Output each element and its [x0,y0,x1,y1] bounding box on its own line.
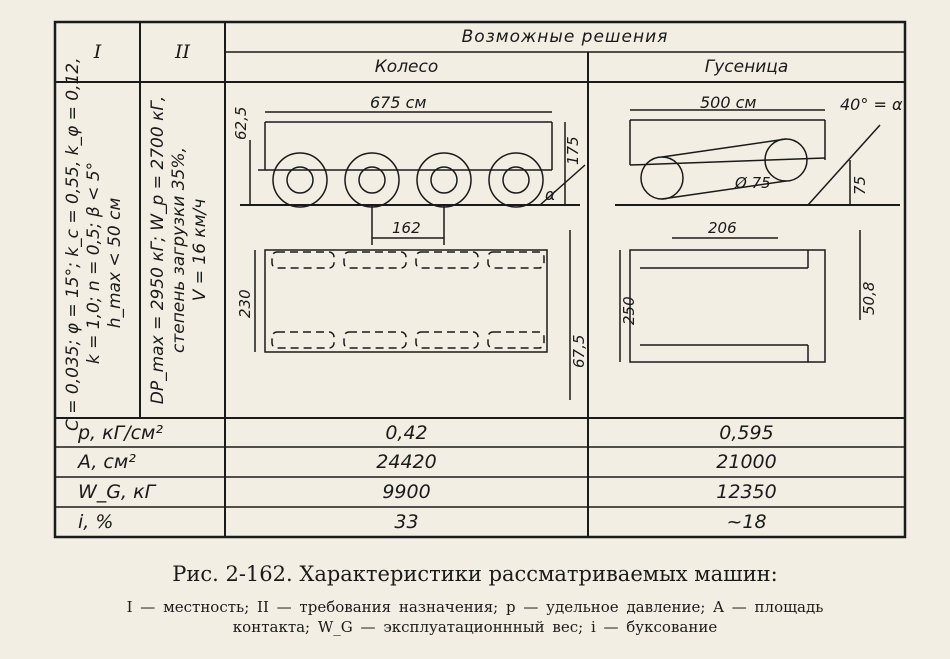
row-label-slip: i, % [78,511,114,533]
wheel-vehicle-drawing [240,111,586,400]
wheel-weight: 9900 [382,481,431,503]
track-contact-length-label: 206 [708,219,737,237]
header-col-requirements: II [174,41,190,63]
track-width-label: 250 [620,296,638,325]
track-vehicle-drawing [615,109,900,363]
header-wheel: Колесо [374,57,439,77]
track-area: 21000 [716,451,777,473]
track-weight: 12350 [716,481,777,503]
wheel-height-right-label: 175 [564,136,582,165]
track-length-label: 500 см [700,93,757,112]
row-label-pressure: p, кГ/см² [78,421,163,444]
figure-caption-legend-1: I — местность; II — требования назначени… [126,598,824,616]
wheel-length-label: 675 см [370,93,427,112]
wheel-pressure: 0,42 [385,421,428,444]
header-track: Гусеница [704,57,789,77]
wheel-alpha-label: α [545,185,556,204]
track-slip: ~18 [726,511,767,533]
row-label-area: A, см² [78,451,136,473]
track-angle-label: 40° = α [840,95,903,114]
figure-caption-legend-2: контакта; W_G — эксплуатационнный вес; i… [232,618,718,636]
track-pressure: 0,595 [719,421,774,444]
wheel-slip: 33 [394,511,419,533]
track-height-label: 75 [851,176,869,195]
header-possible-solutions: Возможные решения [461,27,669,47]
wheel-contact-label: 67,5 [570,335,588,368]
track-diameter-label: Ø 75 [734,174,771,192]
wheel-height-left-label: 62,5 [232,107,250,140]
row-label-weight: W_G, кГ [78,481,156,503]
wheel-width-label: 230 [236,289,254,318]
wheel-spacing-label: 162 [392,219,421,237]
header-col-terrain: I [93,41,102,63]
track-track-width-label: 50,8 [860,282,878,315]
wheel-area: 24420 [376,451,437,473]
figure-caption-title: Рис. 2-162. Характеристики рассматриваем… [172,562,778,586]
